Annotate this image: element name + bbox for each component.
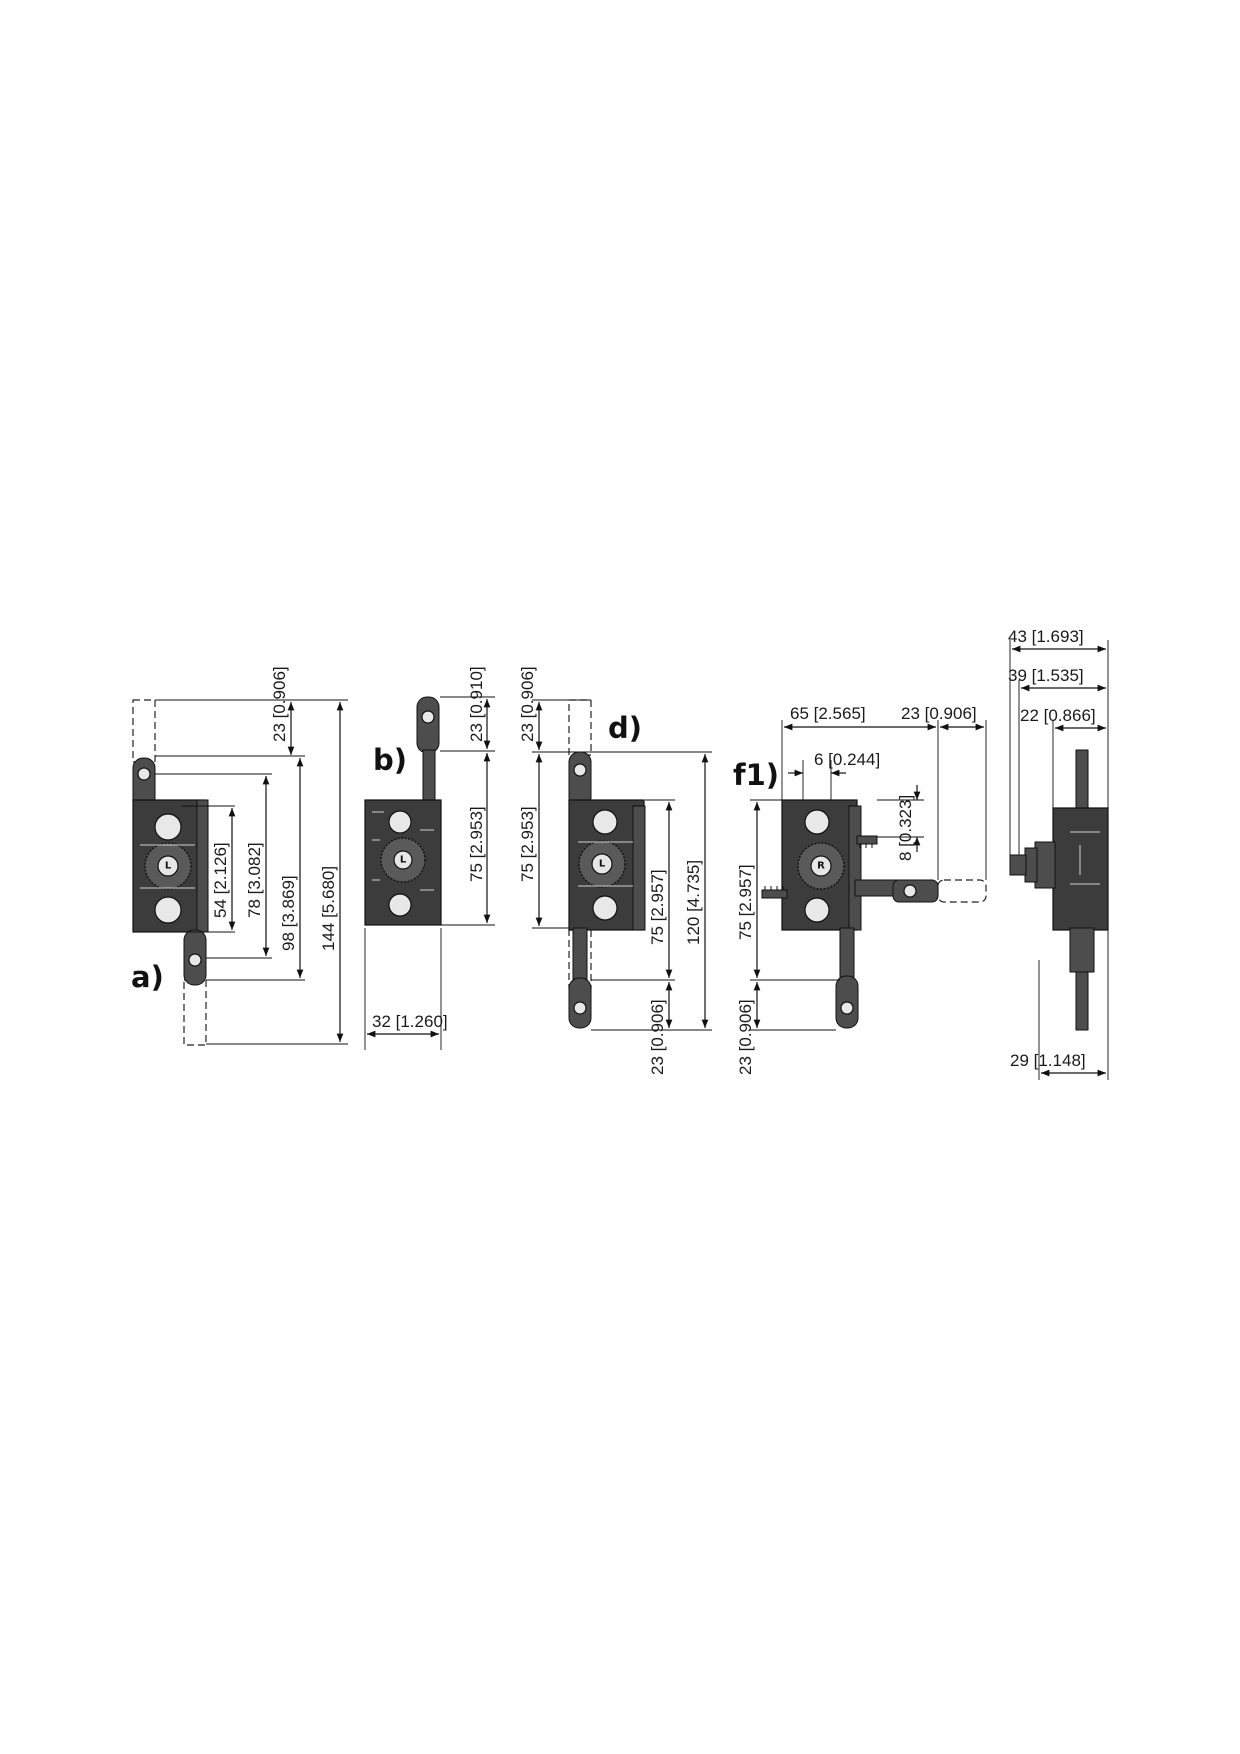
view-f1-left-rack bbox=[761, 886, 788, 899]
view-b-hub-mark: L bbox=[400, 855, 407, 866]
view-f1-dim-8-label: 8 [0.323] bbox=[896, 795, 915, 861]
view-d-label: d) bbox=[608, 711, 642, 745]
view-d-hub-mark: L bbox=[599, 859, 606, 870]
view-a-bottom-lug-hole bbox=[188, 953, 202, 967]
view-a-dim-54-label: 54 [2.126] bbox=[211, 842, 230, 918]
view-b-dim-23-label: 23 [0.910] bbox=[467, 666, 486, 742]
view-a-ghost-bottom bbox=[183, 979, 207, 1046]
view-b-body-detail bbox=[372, 811, 434, 891]
side-view-knob-mid bbox=[1024, 847, 1038, 883]
view-f1-gear-hub bbox=[810, 855, 832, 877]
view-a-upper-bolt bbox=[154, 813, 182, 841]
side-view-block-detail bbox=[1070, 831, 1100, 885]
view-f1-label: f1) bbox=[733, 758, 779, 792]
view-a-dim-78-label: 78 [3.082] bbox=[245, 842, 264, 918]
view-a-body-detail bbox=[140, 844, 195, 889]
view-f1-dim-23-top-label: 23 [0.906] bbox=[901, 704, 977, 723]
view-b-dim-32-label: 32 [1.260] bbox=[372, 1012, 448, 1031]
view-f1-lower-stem bbox=[839, 927, 855, 981]
view-d-dim-23-bottom-label: 23 [0.906] bbox=[648, 999, 667, 1075]
view-f1-extension-lines bbox=[750, 720, 987, 1031]
view-f1-dim-75-label: 75 [2.957] bbox=[736, 864, 755, 940]
view-d-dim-23-top-label: 23 [0.906] bbox=[518, 666, 537, 742]
side-view-knob-tip bbox=[1009, 854, 1027, 876]
view-f1-dim-6-label: 6 [0.244] bbox=[814, 750, 880, 769]
view-a: L 23 [0.906] 54 [2.126] 78 [3.082] 98 [3… bbox=[131, 666, 348, 1046]
view-d-gear-hub bbox=[591, 853, 613, 875]
view-b-label: b) bbox=[373, 743, 407, 777]
side-view-knob-base bbox=[1034, 841, 1056, 889]
view-f1-arm-lug-hole bbox=[903, 884, 917, 898]
view-b-extension-lines bbox=[364, 696, 495, 1050]
view-f1-side-rail bbox=[848, 805, 862, 931]
view-f1-hub-mark: R bbox=[817, 861, 825, 872]
view-b-top-lug-hole bbox=[421, 710, 435, 724]
side-view-dim-39-label: 39 [1.535] bbox=[1008, 666, 1084, 685]
view-d: L 23 [0.906] 75 [2.953] 75 [2.957] 120 [… bbox=[518, 666, 712, 1075]
view-f1-upper-bolt bbox=[804, 809, 830, 835]
view-b: L 23 [0.910] 75 [2.953] 32 [1.260] b) bbox=[364, 666, 495, 1050]
view-b-dim-75-label: 75 [2.953] bbox=[467, 806, 486, 882]
view-f1-bottom-lug-hole bbox=[840, 1001, 854, 1015]
view-a-lower-bolt bbox=[154, 896, 182, 924]
view-b-top-lug bbox=[416, 696, 440, 754]
view-a-label: a) bbox=[131, 960, 164, 994]
view-d-bottom-lug-hole bbox=[573, 1001, 587, 1015]
side-view-dim-22-label: 22 [0.866] bbox=[1020, 706, 1096, 725]
view-a-gear-hub bbox=[157, 855, 179, 877]
view-d-lower-bolt bbox=[592, 895, 618, 921]
view-d-dim-120-label: 120 [4.735] bbox=[684, 860, 703, 945]
view-d-side-rail bbox=[632, 805, 646, 931]
view-a-top-lug-hole bbox=[137, 767, 151, 781]
view-b-lower-bolt bbox=[388, 893, 412, 917]
view-f1-arm-ghost bbox=[937, 879, 987, 903]
side-view-dim-29-label: 29 [1.148] bbox=[1010, 1051, 1086, 1070]
view-d-dim-75-right-label: 75 [2.957] bbox=[648, 869, 667, 945]
view-a-ghost-top bbox=[132, 699, 156, 763]
view-a-extension-lines bbox=[155, 699, 348, 1045]
view-d-ghost-top bbox=[568, 699, 592, 756]
view-d-upper-bolt bbox=[592, 809, 618, 835]
side-view-lower-arm bbox=[1069, 927, 1095, 973]
view-b-stem bbox=[422, 749, 436, 803]
view-b-upper-bolt bbox=[388, 810, 412, 834]
view-a-dim-23-label: 23 [0.906] bbox=[270, 666, 289, 742]
view-a-dim-144-label: 144 [5.680] bbox=[319, 866, 338, 951]
view-f1-dim-65-label: 65 [2.565] bbox=[790, 704, 866, 723]
view-f1: R 65 [2.565] 23 [0.906] 6 [0.244] 8 [0.3… bbox=[733, 704, 987, 1075]
view-f1-lower-bolt bbox=[804, 897, 830, 923]
view-d-body-detail bbox=[578, 841, 633, 887]
view-a-dim-98-label: 98 [3.869] bbox=[279, 875, 298, 951]
side-view-extension-lines bbox=[1009, 640, 1109, 1080]
view-d-top-lug-hole bbox=[573, 763, 587, 777]
view-d-dim-75-left-label: 75 [2.953] bbox=[518, 806, 537, 882]
side-view-dim-43-label: 43 [1.693] bbox=[1008, 627, 1084, 646]
view-f1-dim-23-bottom-label: 23 [0.906] bbox=[736, 999, 755, 1075]
view-a-side-rail bbox=[196, 799, 209, 933]
view-a-hub-mark: L bbox=[165, 861, 172, 872]
side-view: 43 [1.693] 39 [1.535] 22 [0.866] 29 [1.1… bbox=[1008, 627, 1109, 1080]
view-b-gear-hub bbox=[393, 850, 413, 870]
view-d-extension-lines bbox=[532, 699, 712, 1031]
view-f1-top-rack bbox=[856, 835, 878, 848]
